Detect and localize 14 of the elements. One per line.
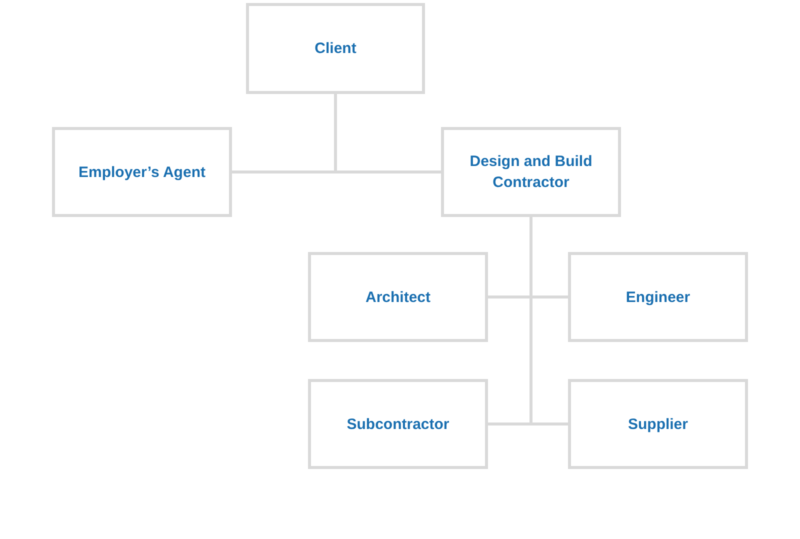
role-label: Subcontractor bbox=[346, 414, 450, 434]
role-label: Client bbox=[314, 39, 356, 59]
role-label: Engineer bbox=[626, 288, 690, 308]
role-box bbox=[568, 379, 748, 469]
role-label: Supplier bbox=[628, 414, 688, 434]
role-label: Employer’s Agent bbox=[78, 162, 206, 182]
role-box bbox=[52, 127, 232, 217]
role-label: Architect bbox=[365, 288, 431, 308]
role-label: Design and Build Contractor bbox=[468, 152, 594, 193]
role-box bbox=[246, 3, 425, 94]
role-box bbox=[441, 127, 621, 217]
role-box bbox=[568, 252, 748, 342]
role-box bbox=[308, 252, 488, 342]
role-box bbox=[308, 379, 488, 469]
